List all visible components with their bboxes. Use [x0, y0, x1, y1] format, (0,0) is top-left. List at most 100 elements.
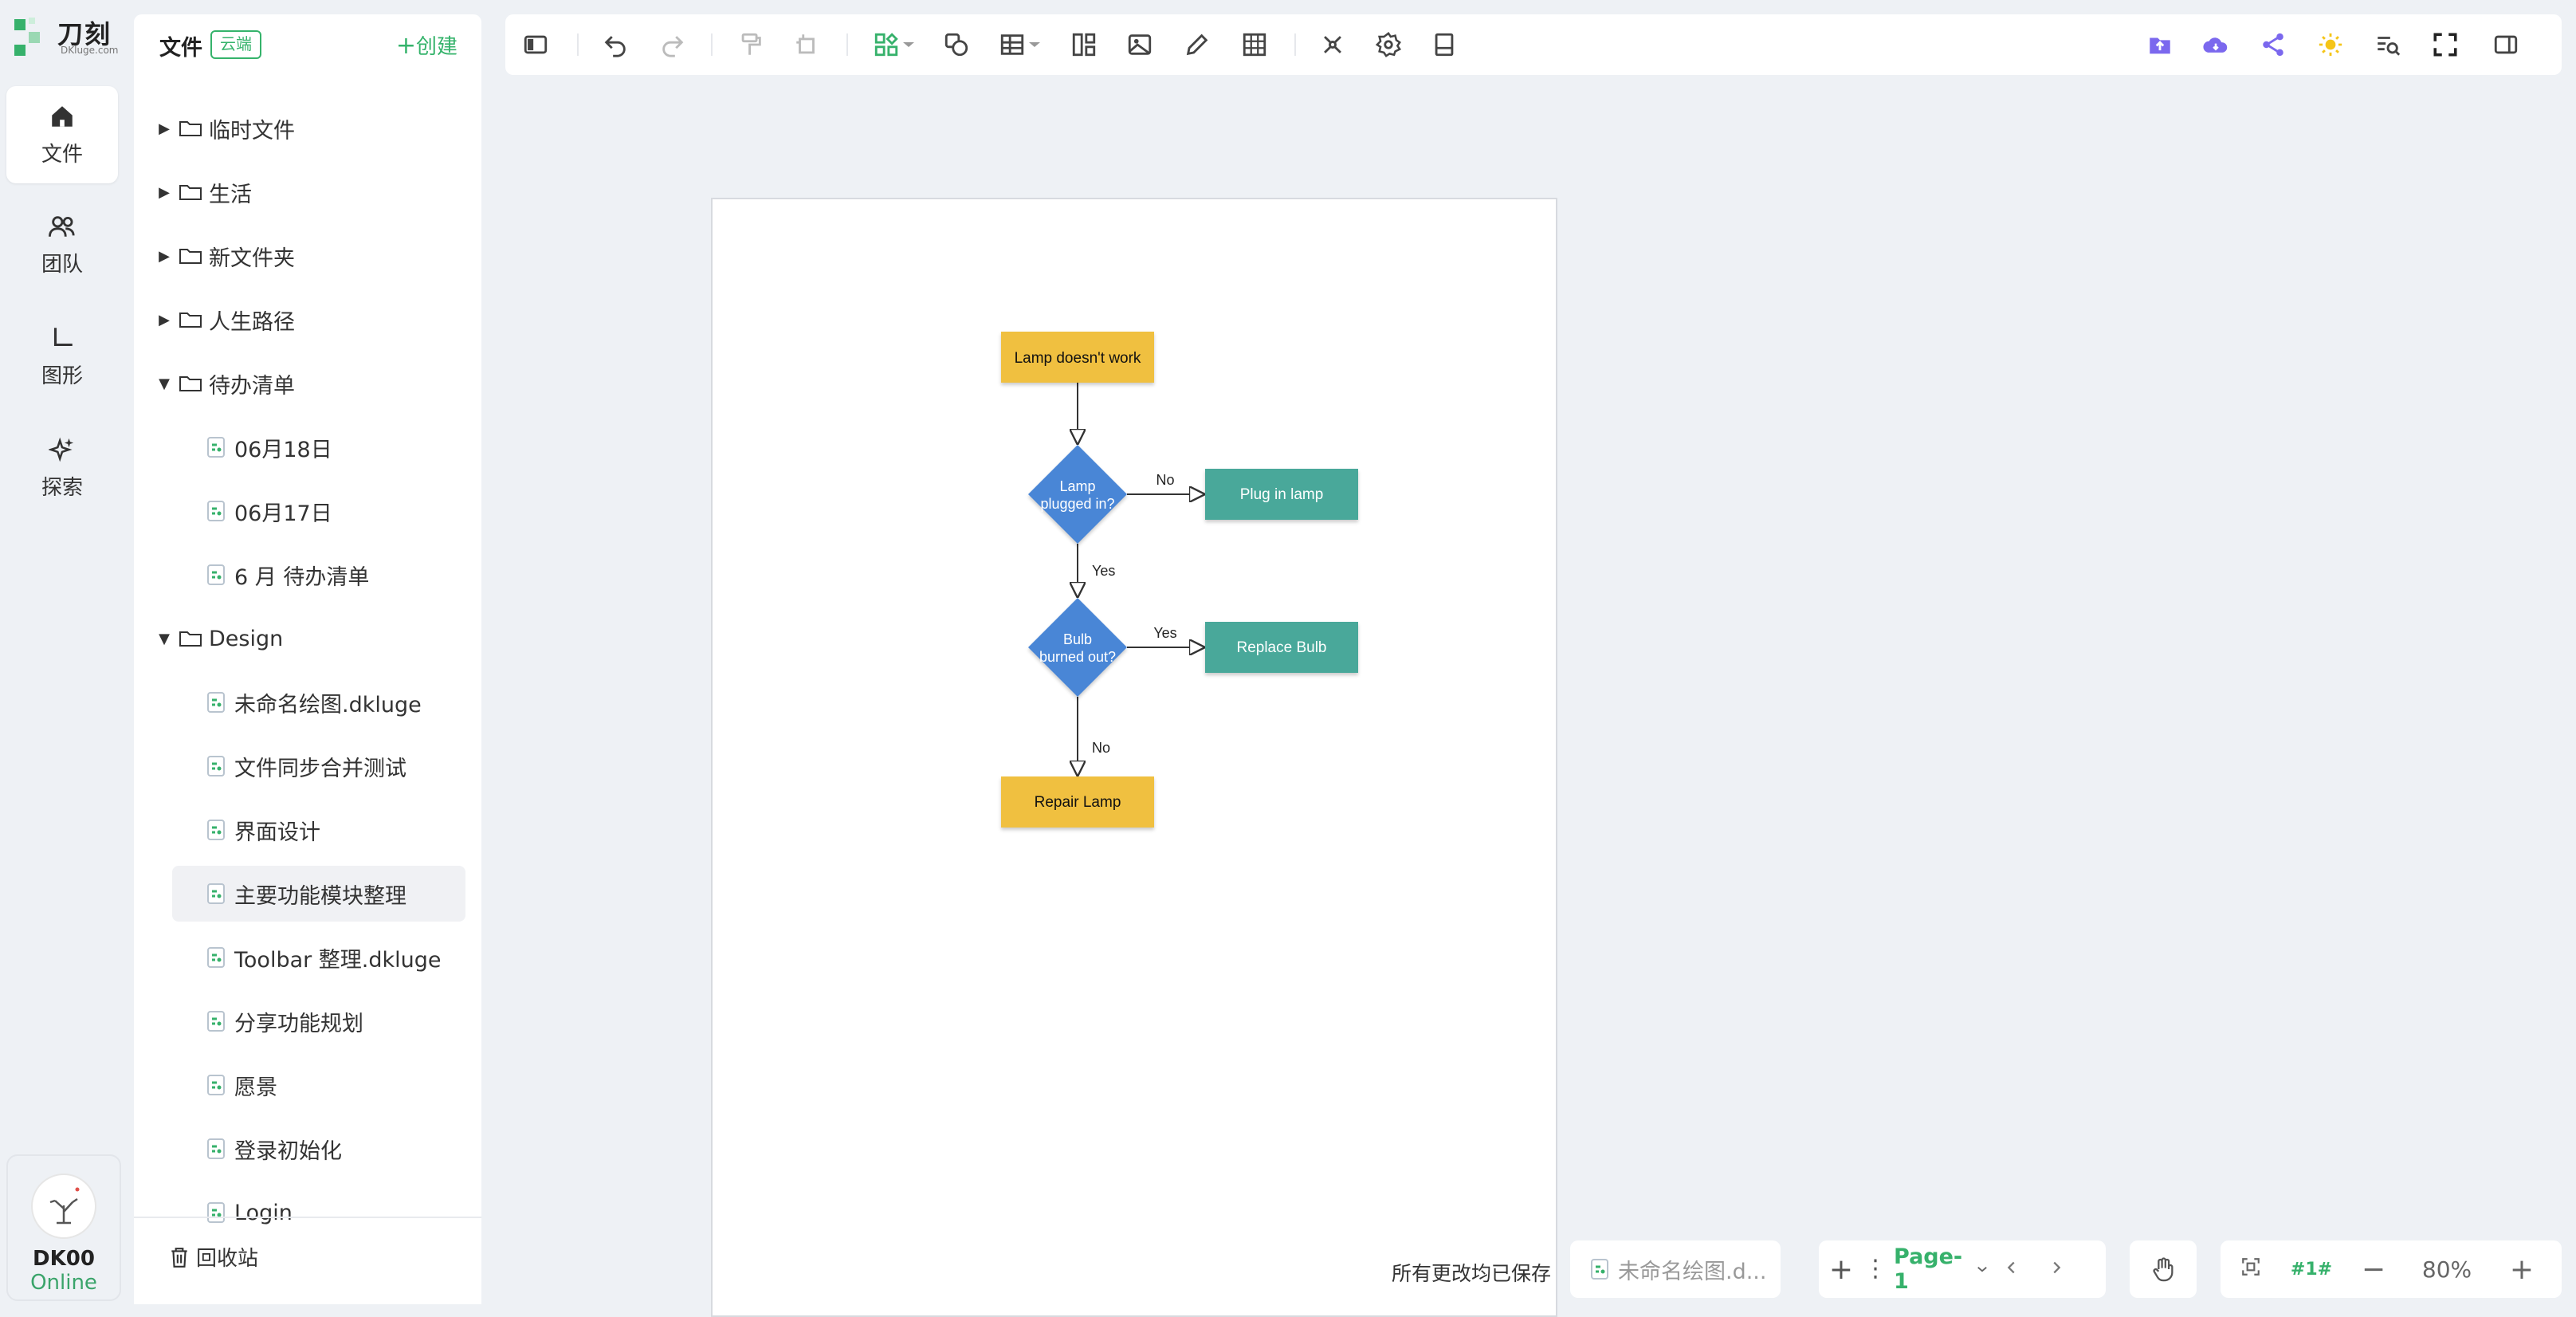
prev-page-button[interactable]	[1989, 1257, 2034, 1282]
canvas-page[interactable]: No Yes Yes No Lamp doesn't work Lamp plu…	[711, 198, 1557, 1317]
node-decision-bulb[interactable]: Bulb burned out?	[1028, 598, 1127, 697]
format-painter-button[interactable]	[735, 29, 767, 61]
zoom-value[interactable]: 80%	[2421, 1256, 2472, 1283]
node-label: Lamp	[1059, 478, 1095, 494]
table-dropdown[interactable]	[1025, 29, 1044, 61]
theme-toggle-button[interactable]	[2315, 29, 2346, 61]
upload-button[interactable]	[2144, 29, 2176, 61]
book-button[interactable]	[1428, 29, 1460, 61]
node-repair[interactable]: Repair Lamp	[1001, 776, 1154, 828]
tree-file[interactable]: 06月17日	[134, 483, 481, 539]
toolbar-separator	[846, 33, 848, 56]
settings-button[interactable]	[1372, 29, 1404, 61]
tree-file[interactable]: 文件同步合并测试	[134, 738, 481, 794]
caret-right-icon[interactable]: ▶	[159, 183, 170, 201]
tree-folder[interactable]: ▶ 生活	[134, 164, 481, 220]
tree-file[interactable]: 06月18日	[134, 419, 481, 475]
folder-icon	[179, 185, 202, 200]
zoom-out-button[interactable]: −	[2361, 1252, 2386, 1286]
create-button[interactable]: +创建	[396, 30, 457, 60]
caret-right-icon[interactable]: ▶	[159, 247, 170, 265]
node-start[interactable]: Lamp doesn't work	[1001, 332, 1154, 383]
cloud-sync-button[interactable]	[2200, 29, 2232, 61]
tree-folder[interactable]: ▶人生路径	[134, 292, 481, 348]
avatar[interactable]	[31, 1174, 96, 1239]
share-button[interactable]	[2257, 29, 2289, 61]
tree-file[interactable]: 主要功能模块整理	[172, 866, 465, 922]
tree-folder[interactable]: ▶临时文件	[134, 100, 481, 156]
tree-file[interactable]: 未命名绘图.dkluge	[134, 674, 481, 730]
rail-label: 探索	[41, 475, 83, 500]
add-page-button[interactable]: +	[1828, 1252, 1854, 1286]
rail-item-team[interactable]: 团队	[6, 196, 118, 293]
grid-button[interactable]	[1239, 29, 1270, 61]
node-label: Bulb	[1063, 631, 1092, 647]
sidebar-toggle-icon	[524, 35, 548, 54]
tree-file[interactable]: Login	[134, 1185, 481, 1240]
sidebar-toggle-button[interactable]	[520, 29, 552, 61]
chevron-down-icon	[1977, 1267, 1987, 1272]
pen-button[interactable]	[1181, 29, 1213, 61]
undo-button[interactable]	[599, 29, 631, 61]
grid-icon	[1243, 33, 1266, 57]
toolbar-separator	[577, 33, 579, 56]
tree-file[interactable]: 分享功能规划	[134, 993, 481, 1049]
tree-folder[interactable]: ▶新文件夹	[134, 228, 481, 284]
tree-file[interactable]: 界面设计	[134, 802, 481, 858]
table-button[interactable]	[996, 29, 1028, 61]
cloud-sync-icon	[2203, 37, 2228, 53]
settings-icon	[1375, 32, 1402, 57]
fullscreen-button[interactable]	[2429, 29, 2461, 61]
tree-item-label: 主要功能模块整理	[234, 883, 406, 909]
tree-item-label: 6 月 待办清单	[234, 564, 370, 590]
caret-right-icon[interactable]: ▶	[159, 311, 170, 328]
right-panel-toggle-button[interactable]	[2490, 29, 2522, 61]
rail-item-explore[interactable]: 探索	[6, 419, 118, 517]
current-file-tab[interactable]: 未命名绘图.d...	[1570, 1240, 1781, 1298]
next-page-button[interactable]	[2034, 1257, 2079, 1282]
insert-shape-dropdown[interactable]	[899, 29, 918, 61]
page-selector[interactable]: Page-1	[1886, 1244, 1989, 1294]
logo-subtext: DKluge.com	[61, 45, 119, 56]
tree-item-label: 生活	[209, 182, 252, 207]
current-file-name: 未命名绘图.d...	[1618, 1259, 1767, 1284]
tree-file[interactable]: 登录初始化	[134, 1121, 481, 1177]
crop-button[interactable]	[791, 29, 823, 61]
tree-file[interactable]: 6 月 待办清单	[134, 547, 481, 603]
page-menu-button[interactable]: ⋮	[1863, 1255, 1887, 1283]
zoom-in-button[interactable]: +	[2509, 1252, 2535, 1286]
node-label: Repair Lamp	[1035, 794, 1121, 811]
file-icon	[207, 501, 225, 521]
layout-button[interactable]	[1068, 29, 1100, 61]
user-card[interactable]: DK00 Online	[6, 1154, 121, 1301]
file-icon	[207, 437, 225, 458]
app-logo[interactable]	[13, 16, 116, 62]
node-replace-bulb[interactable]: Replace Bulb	[1205, 622, 1358, 673]
connector-button[interactable]	[1317, 29, 1349, 61]
caret-right-icon[interactable]: ▶	[159, 120, 170, 137]
flowchart[interactable]: No Yes Yes No Lamp doesn't work Lamp plu…	[713, 199, 1556, 1315]
tree-item-label: Toolbar 整理.dkluge	[234, 947, 442, 973]
fit-page-button[interactable]	[2221, 1256, 2281, 1283]
node-decision-plugged[interactable]: Lamp plugged in?	[1028, 445, 1127, 544]
insert-shape-button[interactable]	[870, 29, 902, 61]
search-replace-button[interactable]	[2372, 29, 2404, 61]
tree-item-label: 文件同步合并测试	[234, 756, 406, 781]
tree-file[interactable]: 愿景	[134, 1057, 481, 1113]
pan-tool-button[interactable]	[2130, 1240, 2197, 1298]
tree-file[interactable]: Toolbar 整理.dkluge	[134, 930, 481, 985]
caret-down-icon[interactable]: ▼	[159, 630, 170, 647]
tree-folder[interactable]: ▼待办清单	[134, 356, 481, 411]
image-button[interactable]	[1124, 29, 1156, 61]
trash-button[interactable]: 回收站	[169, 1242, 258, 1272]
rail-item-shapes[interactable]: 图形	[6, 308, 118, 405]
trash-label: 回收站	[196, 1247, 259, 1271]
node-plug-in[interactable]: Plug in lamp	[1205, 469, 1358, 520]
shapes-button[interactable]	[940, 29, 972, 61]
caret-down-icon[interactable]: ▼	[159, 375, 170, 392]
redo-button[interactable]	[657, 29, 689, 61]
file-icon	[207, 820, 225, 840]
tree-folder[interactable]: ▼Design	[134, 611, 481, 666]
table-icon	[1000, 34, 1024, 55]
rail-item-files[interactable]: 文件	[6, 86, 118, 183]
